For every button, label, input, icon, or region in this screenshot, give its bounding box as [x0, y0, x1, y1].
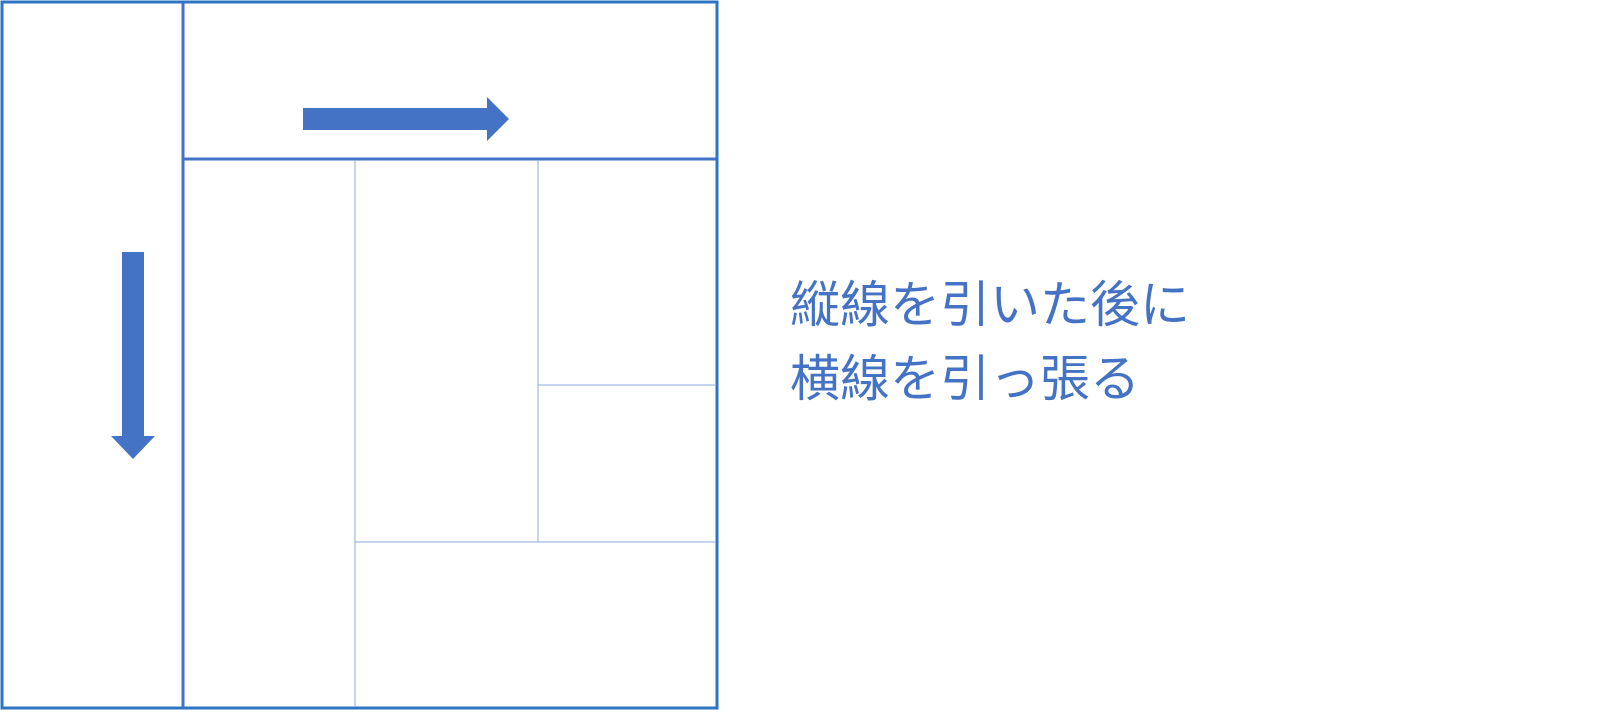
arrow-down-icon: [111, 252, 155, 459]
split-layout-diagram: [0, 0, 719, 710]
arrow-right-icon: [303, 97, 509, 141]
caption-line-2: 横線を引っ張る: [790, 350, 1140, 408]
caption-line-1: 縦線を引いた後に: [790, 276, 1190, 334]
caption-text: 縦線を引いた後に 横線を引っ張る: [790, 268, 1190, 416]
outer-frame: [0, 0, 719, 710]
